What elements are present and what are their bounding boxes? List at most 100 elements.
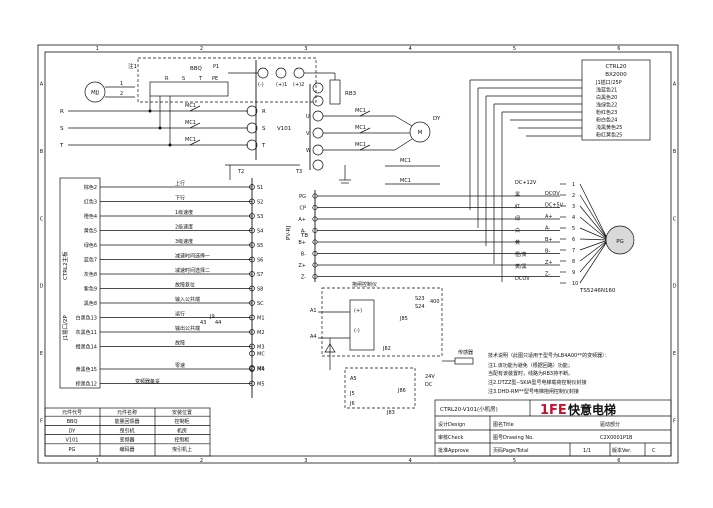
ctrl20-box	[581, 59, 651, 141]
svg-text:T3: T3	[295, 169, 302, 175]
row-mark: A	[40, 82, 44, 88]
wire-function-label: 上行	[175, 180, 185, 187]
terminal-label: M3	[257, 345, 265, 351]
motor-dy-label: DY	[433, 116, 441, 122]
legend-cell: 元件名称	[117, 409, 137, 416]
spare-label: 变频器备妥	[135, 378, 160, 385]
svg-text:R: R	[165, 76, 169, 82]
encoder-model: TS5246N160	[579, 288, 616, 294]
wire-color-label: 橙色4	[84, 213, 97, 220]
encoder-wire-label: DCOV	[545, 191, 560, 197]
inner-frame	[44, 51, 672, 457]
svg-text:S24: S24	[415, 304, 425, 310]
encoder-pg	[605, 225, 635, 255]
terminal-label: S5	[257, 243, 263, 249]
svg-text:MC1: MC1	[355, 108, 366, 114]
svg-text:1/1: 1/1	[583, 448, 591, 454]
svg-text:T: T	[59, 143, 64, 149]
pg-fan-line	[579, 239, 609, 284]
ctrl20-item: J1插口/25P	[595, 79, 622, 86]
pg-pin-number: 2	[572, 193, 575, 199]
svg-text:注1.该功能为避免（根据回路）功能；: 注1.该功能为避免（根据回路）功能；	[488, 362, 573, 369]
svg-text:2: 2	[120, 91, 123, 97]
pg-terminal-label: A+	[298, 217, 306, 223]
encoder-wire-color: 红	[515, 203, 520, 210]
svg-text:设计Design: 设计Design	[438, 421, 465, 428]
extra-terminal-label: M6	[257, 366, 265, 372]
svg-text:(+): (+)	[354, 308, 362, 314]
legend-cell: 机房	[177, 427, 187, 434]
inverter-label: V101	[277, 126, 291, 132]
terminal-label: S3	[257, 214, 263, 220]
control-section: CTRL2主板 J1插口/2P 棕色2上行S1红色3下行S2橙色41级速度S3黄…	[59, 177, 266, 398]
svg-text:J82: J82	[382, 346, 391, 352]
svg-text:R: R	[60, 109, 64, 115]
encoder-wire-label: A+	[545, 214, 553, 220]
pg-fan-line	[579, 239, 609, 273]
svg-text:PV-RJ: PV-RJ	[286, 225, 292, 240]
wire-color-label: 黄色5	[84, 228, 97, 235]
terminal-s	[246, 122, 258, 134]
svg-text:W: W	[306, 148, 311, 154]
wire-function-label: 减速时间选择一	[175, 253, 210, 260]
encoder-wire-color: 橙/黄	[515, 251, 527, 258]
col-mark: 2	[200, 46, 203, 52]
encoder-wire-label: DC+5V	[545, 203, 564, 209]
pg-pin-number: 1	[572, 182, 575, 188]
terminal-label: M5	[257, 382, 265, 388]
col-mark: 3	[304, 458, 307, 464]
svg-text:P1: P1	[213, 64, 219, 70]
wire-function-label: 3级速度	[175, 238, 193, 245]
wire-color-label: 棕黑色12	[76, 381, 97, 388]
svg-text:MC1: MC1	[400, 158, 411, 164]
rb3-resistor	[329, 79, 341, 105]
brand-name: 快意电梯	[568, 402, 616, 417]
svg-text:(-): (-)	[258, 82, 264, 88]
wire-color-label: 橙黑色14	[76, 344, 97, 351]
row-mark: B	[673, 149, 677, 155]
terminal-v	[312, 127, 324, 139]
wire-function-label: 运行	[175, 311, 185, 318]
svg-text:V: V	[306, 131, 310, 137]
wire-function-label: 故障	[175, 340, 185, 347]
svg-text:1: 1	[120, 81, 123, 87]
fuse-2	[275, 67, 287, 79]
wire-color-label: 黄黑色15	[76, 366, 97, 373]
wire-function-label: 输入公共端	[175, 296, 200, 303]
terminal-label: S8	[257, 287, 263, 293]
svg-text:抱闸控制仪: 抱闸控制仪	[352, 281, 377, 288]
ctrl-wire-list: 棕色2上行S1红色3下行S2橙色41级速度S3黄色52级速度S4绿色63级速度S…	[76, 180, 266, 388]
pg-fan-line	[579, 238, 609, 241]
encoder-wire-label: B-	[545, 249, 550, 255]
wire-color-label: 灰黑色11	[76, 329, 97, 336]
row-mark: F	[673, 418, 676, 424]
legend-cell: 控制柜	[174, 418, 189, 425]
ctrl20-item: 粉红黄色25	[596, 132, 622, 139]
power-section: MJJ 1 2 注1 BBQ R S T PE P1 (-) (+)1 (+)2…	[59, 57, 441, 185]
svg-text:J85: J85	[399, 316, 408, 322]
legend-cell: 元件代号	[62, 409, 82, 416]
legend-cell: DY	[69, 428, 77, 434]
wire-color-label: 紫色9	[84, 286, 97, 293]
fuse-1	[257, 67, 269, 79]
svg-text:CTRL20: CTRL20	[605, 64, 627, 70]
notes-title: 技术说明（此图只适用于型号为LB4A00**的变频器）：	[488, 352, 610, 359]
encoder-wire-list: PGCPA+A-B+B-Z+Z-DC+12V黑红绿白黄橙/黄黄/黑DCOVDCO…	[298, 180, 609, 287]
row-mark: A	[673, 82, 677, 88]
svg-text:PE: PE	[212, 76, 218, 82]
legend-cell: 曳引机上	[172, 446, 192, 453]
ctrl20-item: 浅蓝色21	[596, 87, 617, 94]
svg-text:24V: 24V	[425, 374, 435, 380]
mjj-motor	[84, 81, 106, 103]
rb3-label: RB3	[345, 91, 357, 97]
title-block: CTRL20-V101(小机房) 1FE 快意电梯 设计Design 审核Che…	[434, 399, 672, 457]
svg-text:T: T	[198, 76, 203, 82]
row-mark: B	[40, 149, 44, 155]
pg-fan-line	[579, 194, 609, 241]
terminal-label: S1	[257, 185, 263, 191]
pg-terminal-label: CP	[299, 206, 306, 212]
terminal-label: SC	[257, 301, 264, 307]
col-mark: 3	[304, 46, 307, 52]
col-mark: 2	[200, 458, 203, 464]
terminal-label: S7	[257, 272, 263, 278]
